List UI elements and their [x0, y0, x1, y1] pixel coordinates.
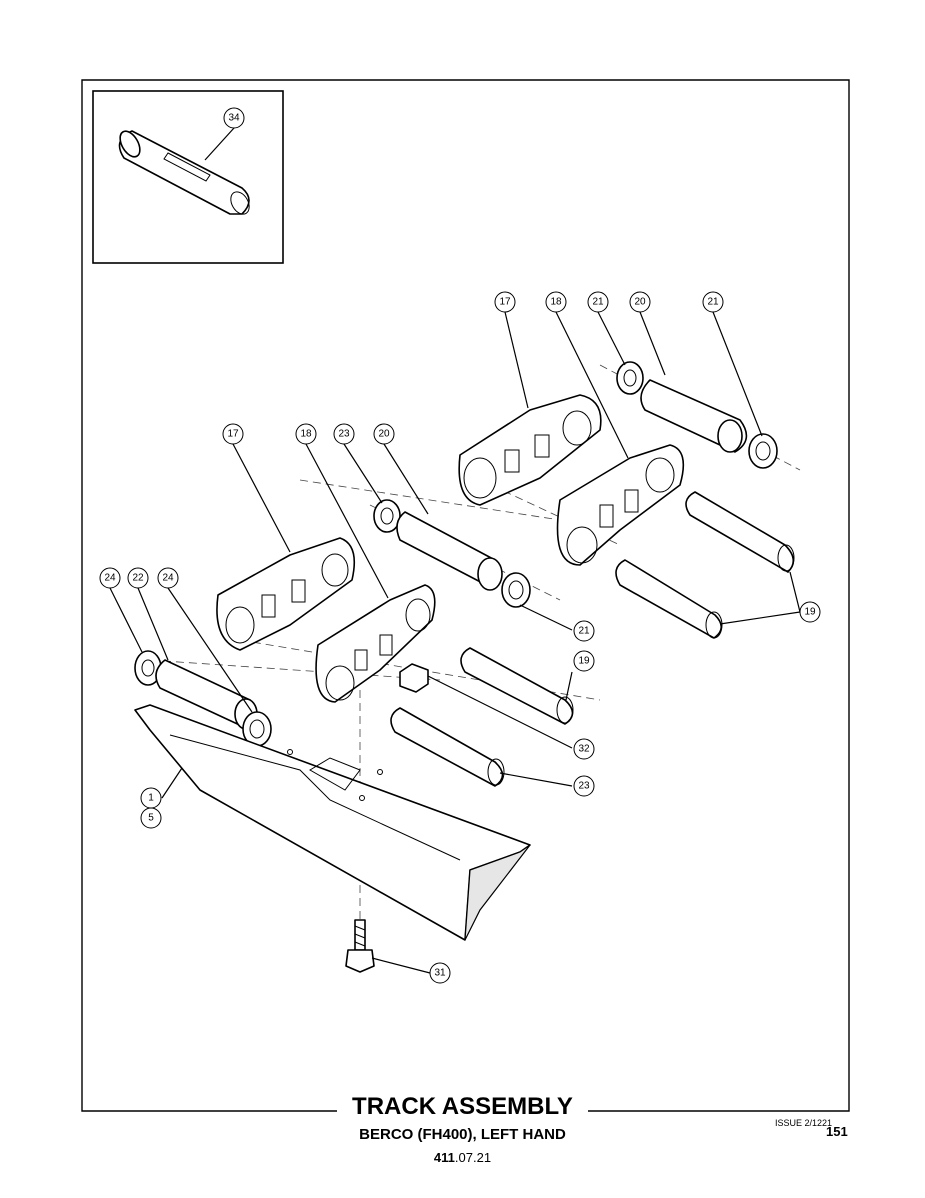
callout-23-seal: 23	[333, 423, 355, 445]
nut-32	[399, 663, 429, 693]
svg-text:23: 23	[338, 429, 350, 440]
svg-text:19: 19	[578, 656, 590, 667]
callout-17-rear: 17	[494, 291, 516, 313]
svg-text:31: 31	[434, 968, 446, 979]
seal-21-mid	[501, 572, 531, 608]
svg-text:19: 19	[804, 607, 816, 618]
bolt-31	[345, 919, 375, 973]
callout-19-rear: 19	[799, 601, 821, 623]
link-18-rear	[556, 444, 685, 566]
seal-21-rear-a	[616, 361, 644, 395]
svg-text:21: 21	[578, 626, 590, 637]
svg-text:1: 1	[148, 793, 154, 804]
callout-20-rear: 20	[629, 291, 651, 313]
callout-21-rear-b: 21	[702, 291, 724, 313]
svg-text:17: 17	[227, 429, 239, 440]
callout-21-rear-a: 21	[587, 291, 609, 313]
leader-lines	[109, 127, 801, 974]
svg-text:18: 18	[300, 429, 312, 440]
svg-text:21: 21	[592, 297, 604, 308]
svg-text:17: 17	[499, 297, 511, 308]
seal-23-front	[373, 499, 401, 533]
callout-32: 32	[573, 738, 595, 760]
diagram-frame	[81, 79, 850, 1112]
link-18-front	[315, 584, 436, 703]
issue-label: ISSUE 2/1221	[775, 1118, 833, 1128]
callout-19-front: 19	[573, 650, 595, 672]
callout-23-pin: 23	[573, 775, 595, 797]
document-number: 411.07.21	[0, 1150, 925, 1165]
svg-text:5: 5	[148, 813, 154, 824]
callout-34: 34	[223, 107, 245, 129]
callout-18-rear: 18	[545, 291, 567, 313]
page-number: 151	[826, 1124, 848, 1139]
pin-23-master	[390, 707, 505, 787]
pin-19-rear-lower	[615, 559, 723, 639]
link-17-rear	[458, 394, 602, 506]
diagram-subtitle: BERCO (FH400), LEFT HAND	[359, 1126, 566, 1143]
callout-31: 31	[429, 962, 451, 984]
bushing-20-rear	[640, 379, 748, 453]
track-shoe	[134, 704, 531, 941]
svg-text:34: 34	[228, 113, 240, 124]
svg-text:22: 22	[132, 573, 144, 584]
svg-text:21: 21	[707, 297, 719, 308]
svg-text:20: 20	[634, 297, 646, 308]
svg-text:20: 20	[378, 429, 390, 440]
callout-17-front: 17	[222, 423, 244, 445]
callout-18-front: 18	[295, 423, 317, 445]
svg-text:32: 32	[578, 744, 590, 755]
callout-1: 1	[140, 787, 162, 809]
pin-19-front	[460, 647, 574, 725]
link-17-front	[216, 537, 356, 651]
svg-text:23: 23	[578, 781, 590, 792]
svg-text:18: 18	[550, 297, 562, 308]
callout-24-b: 24	[157, 567, 179, 589]
callout-24-a: 24	[99, 567, 121, 589]
callout-21-mid: 21	[573, 620, 595, 642]
callout-20-front: 20	[373, 423, 395, 445]
inset-box	[92, 90, 284, 264]
callout-5: 5	[140, 807, 162, 829]
document-number-rest: .07.21	[454, 1150, 492, 1165]
document-number-bold: 411	[433, 1150, 455, 1165]
svg-text:24: 24	[104, 573, 116, 584]
bushing-20-front	[396, 511, 503, 591]
svg-text:24: 24	[162, 573, 174, 584]
callout-22: 22	[127, 567, 149, 589]
seal-21-rear-b	[748, 433, 778, 469]
pin-19-rear-upper	[685, 491, 795, 573]
diagram-title: TRACK ASSEMBLY	[352, 1093, 573, 1120]
